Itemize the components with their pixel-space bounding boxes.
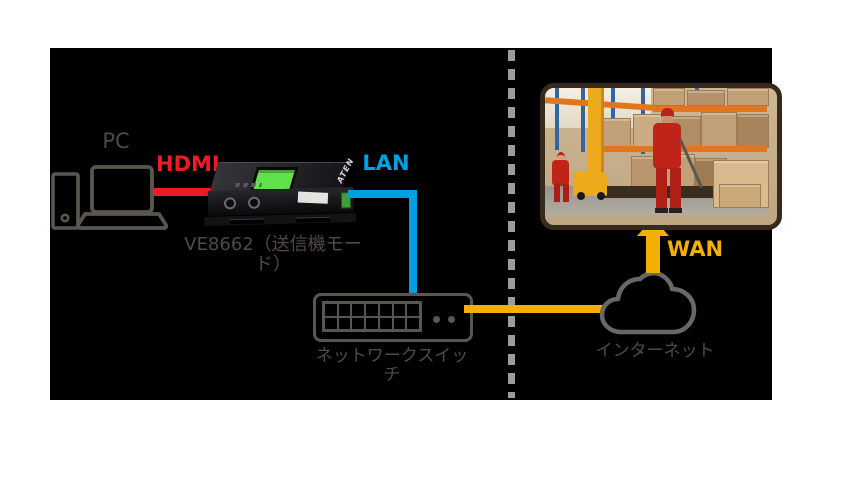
cardboard-box [653,88,685,106]
switch-ports-grid [322,301,422,332]
worker-right-shoe [669,208,682,213]
pc-icons [51,165,168,230]
network-boundary-dashed-line [508,50,515,398]
cardboard-box [737,114,769,148]
worker-right-head [662,116,673,124]
device-port-icon [223,197,237,210]
forklift-mast [588,88,604,194]
cardboard-box [719,184,761,208]
cardboard-box [727,88,769,106]
lan-cable-line-vertical [409,190,417,295]
worker-figure-right [653,123,681,169]
bracket-slot [229,218,265,225]
worker-left-head [557,152,565,163]
cardboard-box [603,118,631,148]
rack-post [555,88,559,150]
worker-right-cap [661,108,674,117]
device-port-icon [247,196,261,209]
cardboard-box [701,112,737,148]
device-label-sticker [297,191,329,204]
network-switch-label: ネットワークスイッチ [315,346,469,385]
stacker-wheel [577,192,585,200]
network-switch-icon [313,293,473,342]
rack-beam [653,106,767,112]
bracket-slot [295,216,331,223]
warehouse-photo [540,83,782,230]
stacker-wheel [597,192,605,200]
laptop-icon [75,165,168,230]
transmitter-label: VE8662（送信機モード） [184,234,362,275]
worker-figure-left [552,160,569,186]
internet-label: インターネット [595,341,715,361]
worker-right-shoe [655,208,668,213]
lan-cable-line-horizontal [348,190,417,198]
lan-label: LAN [362,151,410,175]
pc-tower-icon [51,172,80,230]
cardboard-box [687,90,725,106]
worker-left-leg [563,184,569,202]
pc-label: PC [102,129,130,153]
uplink-cable-line [464,305,611,313]
switch-led-dot [448,316,455,323]
worker-left-leg [554,184,560,202]
device-front-face [207,187,355,216]
wan-label: WAN [666,237,724,261]
wan-arrow-shaft [646,235,660,273]
hdmi-label: HDMI [156,152,220,176]
worker-right-leg [656,168,667,210]
switch-led-dot [433,316,440,323]
device-top-face [209,162,351,192]
rack-post [581,88,585,152]
worker-right-leg [670,168,681,210]
internet-cloud-icon [599,270,697,335]
ve8662-device-image: ATEN [203,156,360,236]
device-buttons [234,183,263,187]
hdmi-cable-line [153,188,214,196]
